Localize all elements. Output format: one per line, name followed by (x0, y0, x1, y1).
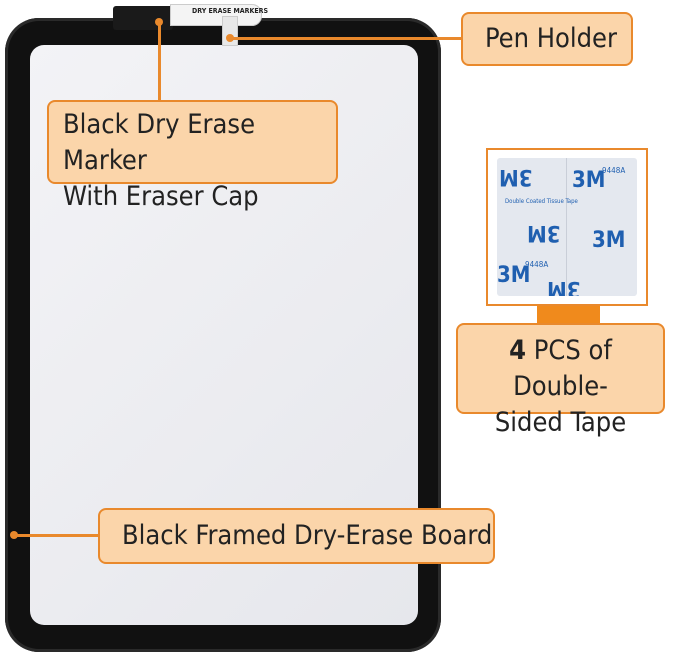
pen-holder-dot (226, 34, 234, 42)
marker-print: DRY ERASE MARKERS (192, 7, 269, 15)
marker-label: Black Dry Erase Marker With Eraser Cap (47, 100, 338, 212)
tape-label-line1: PCS of Double- (513, 335, 612, 402)
board-dot (10, 531, 18, 539)
pen-holder-label: Pen Holder (461, 12, 633, 66)
tape-image: 3M 3M 9448A Double Coated Tissue Tape 3M… (497, 158, 637, 296)
pen-holder-text: Pen Holder (485, 23, 617, 54)
marker-leader-line (158, 22, 161, 102)
marker-eraser-cap (113, 6, 173, 30)
pen-holder-leader-line (230, 37, 462, 40)
board-leader-line (14, 534, 100, 537)
marker (170, 4, 262, 26)
tape-label: 4 PCS of Double- Sided Tape (456, 323, 665, 438)
board-label-text: Black Framed Dry-Erase Board (122, 520, 493, 551)
marker-dot (155, 18, 163, 26)
tape-connector (537, 306, 600, 324)
tape-label-line2: Sided Tape (494, 407, 627, 438)
marker-label-line2: With Eraser Cap (63, 181, 259, 212)
tape-count: 4 (509, 335, 527, 366)
marker-label-line1: Black Dry Erase Marker (63, 109, 256, 176)
board-label: Black Framed Dry-Erase Board (98, 508, 495, 564)
